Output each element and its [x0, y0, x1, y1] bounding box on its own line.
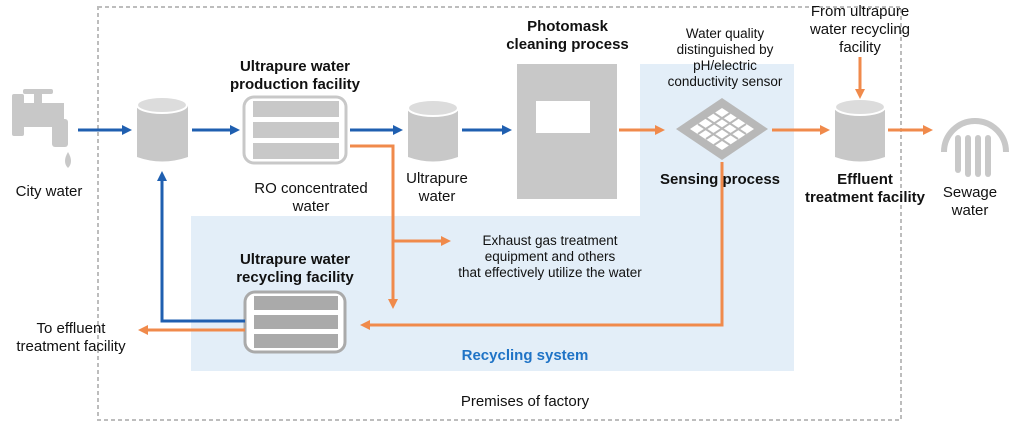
photomask-cleaner-icon [517, 64, 617, 199]
sewage-icon [941, 118, 1009, 177]
premises-label: Premises of factory [460, 393, 590, 410]
sensing-process-label: Sensing process [659, 171, 781, 188]
storage-tank-icon [136, 96, 188, 162]
effluent-facility-label: Effluent treatment facility [804, 171, 926, 206]
sensor-icon [676, 98, 768, 160]
from-recycling-label: From ultrapure water recycling facility [809, 3, 911, 56]
sewage-water-label: Sewage water [942, 184, 998, 219]
uw-recycling-label: Ultrapure water recycling facility [236, 251, 354, 286]
city-water-label: City water [15, 183, 83, 200]
to-effluent-label: To effluent treatment facility [16, 320, 126, 355]
uw-production-label: Ultrapure water production facility [229, 58, 360, 93]
water-quality-label: Water quality distinguished by pH/electr… [667, 26, 783, 89]
ultrapure-tank-icon [407, 99, 459, 162]
exhaust-gas-label: Exhaust gas treatment equipment and othe… [458, 233, 642, 280]
effluent-tank-icon [834, 98, 886, 162]
premises-boundary [97, 6, 902, 421]
orange-flow-lines [138, 57, 933, 335]
ultrapure-water-label: Ultrapure water [406, 170, 468, 205]
blue-flow-lines [78, 125, 512, 323]
recycling-unit-icon [243, 290, 347, 354]
ro-membrane-unit-icon [242, 95, 348, 165]
recycling-system-label: Recycling system [461, 347, 589, 364]
photomask-label: Photomask cleaning process [506, 18, 629, 53]
ro-concentrated-label: RO concentrated water [254, 180, 368, 215]
faucet-icon [12, 89, 71, 168]
